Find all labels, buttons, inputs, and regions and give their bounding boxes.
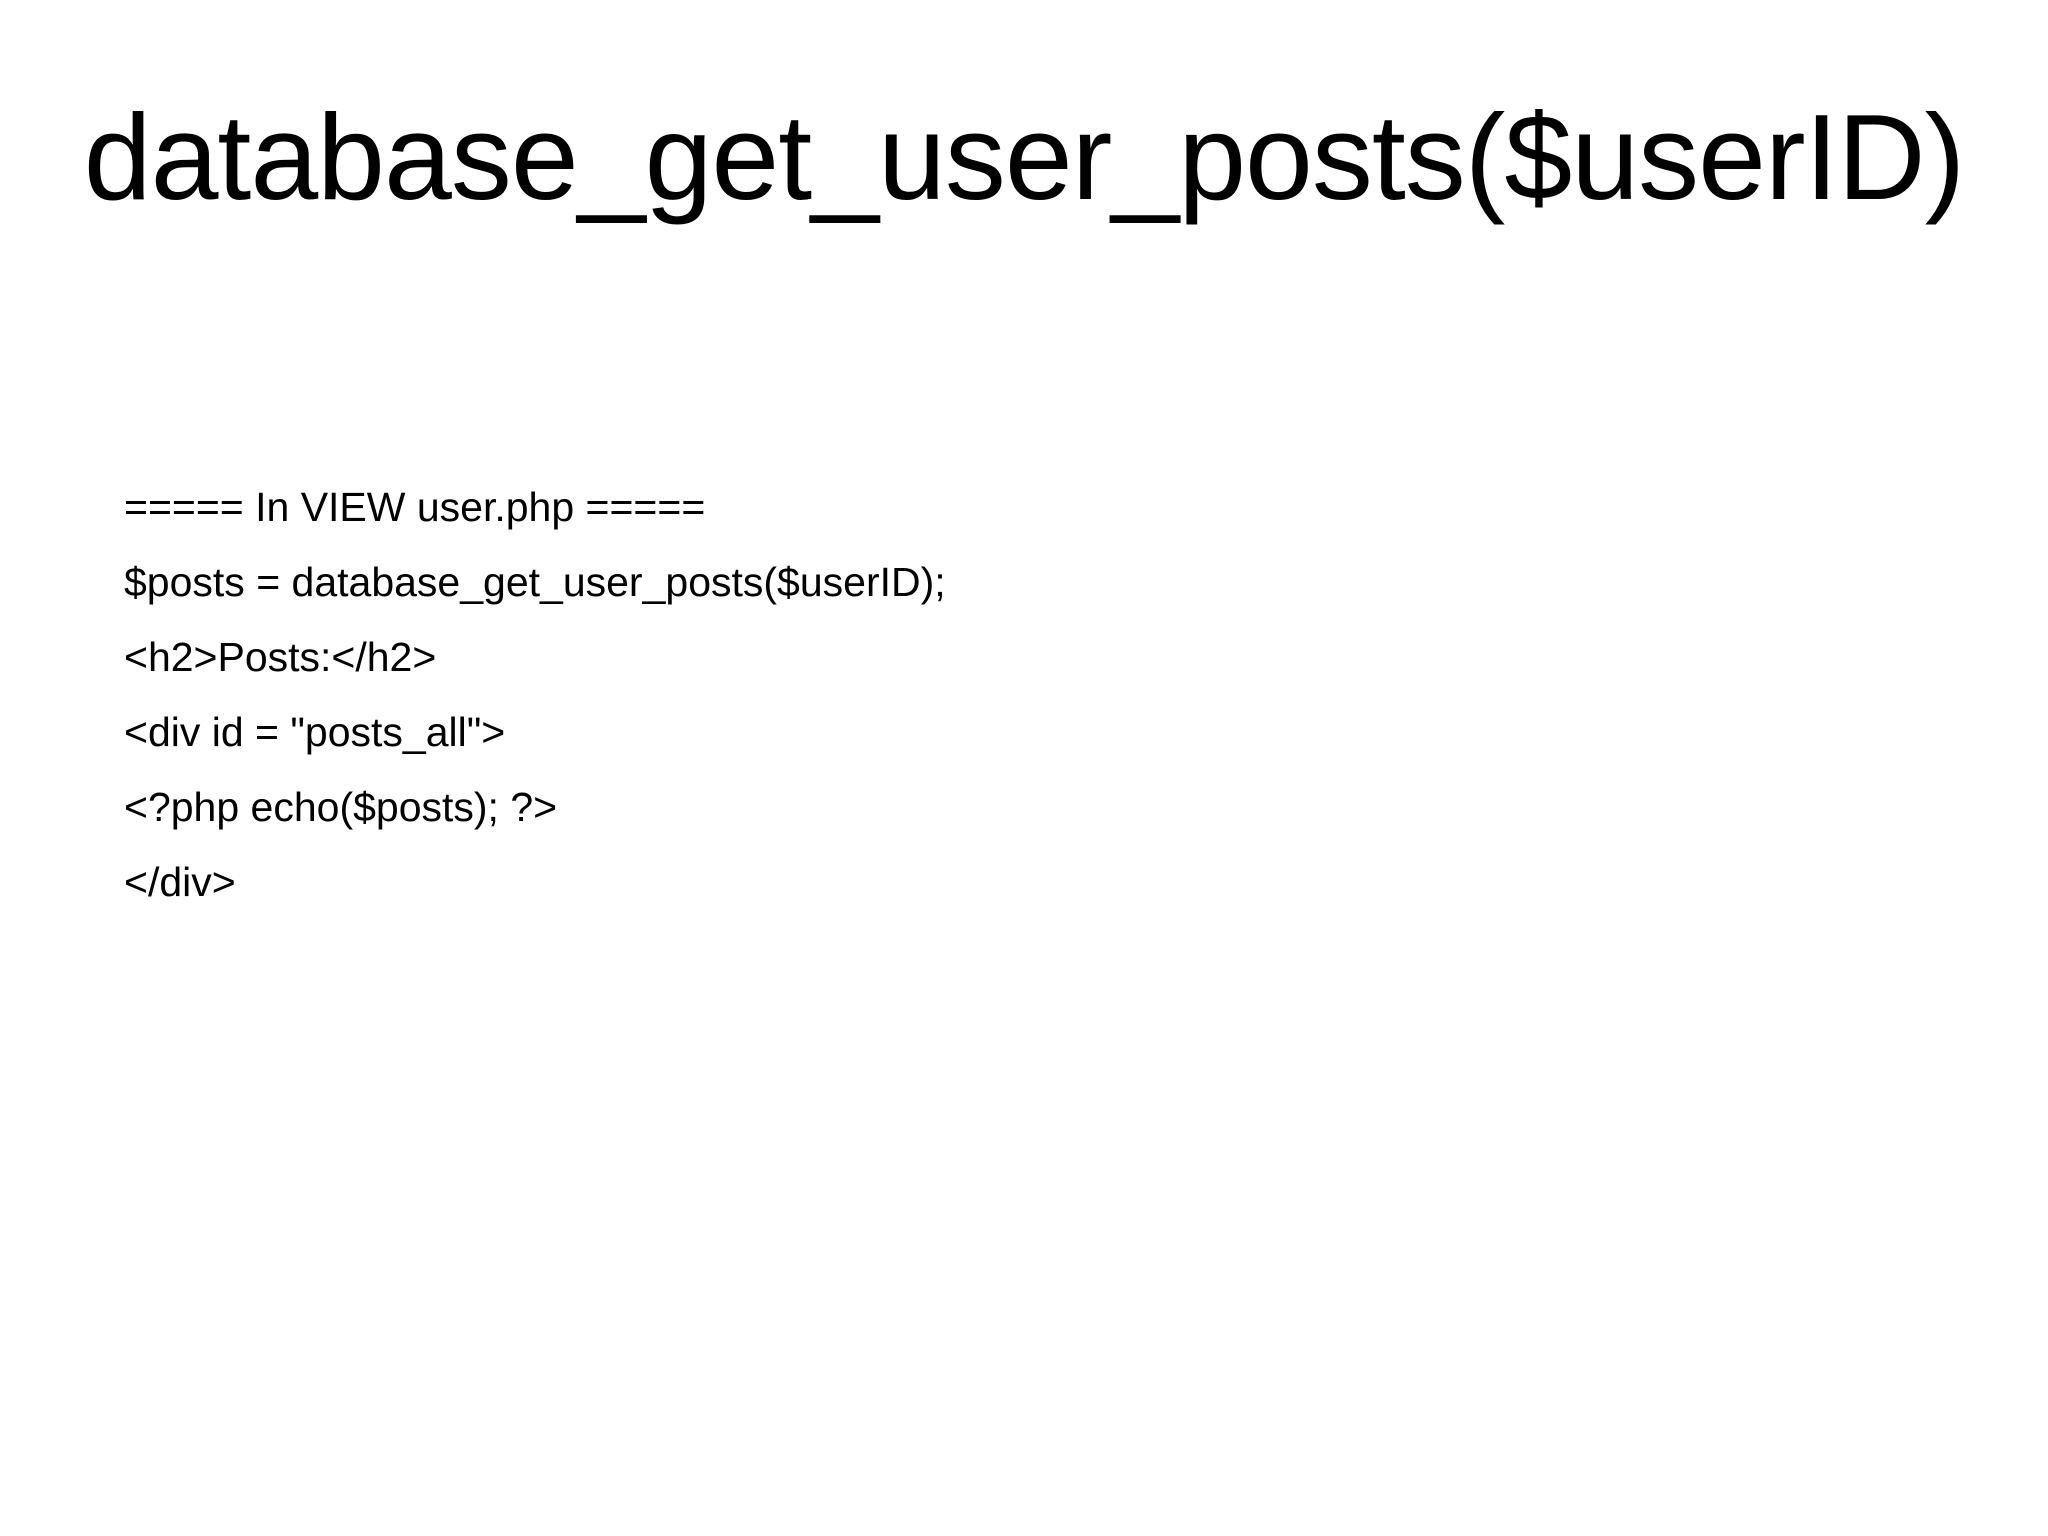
code-block: ===== In VIEW user.php ===== $posts = da…	[124, 470, 946, 920]
code-line-div-close: </div>	[124, 859, 236, 905]
code-line-view-header: ===== In VIEW user.php =====	[124, 484, 706, 530]
slide-title: database_get_user_posts($userID)	[83, 89, 1966, 225]
code-line-h2: <h2>Posts:</h2>	[124, 634, 437, 680]
code-line-php-echo: <?php echo($posts); ?>	[124, 784, 558, 830]
code-line-posts-assignment: $posts = database_get_user_posts($userID…	[124, 559, 946, 605]
code-line-div-open: <div id = "posts_all">	[124, 709, 506, 755]
